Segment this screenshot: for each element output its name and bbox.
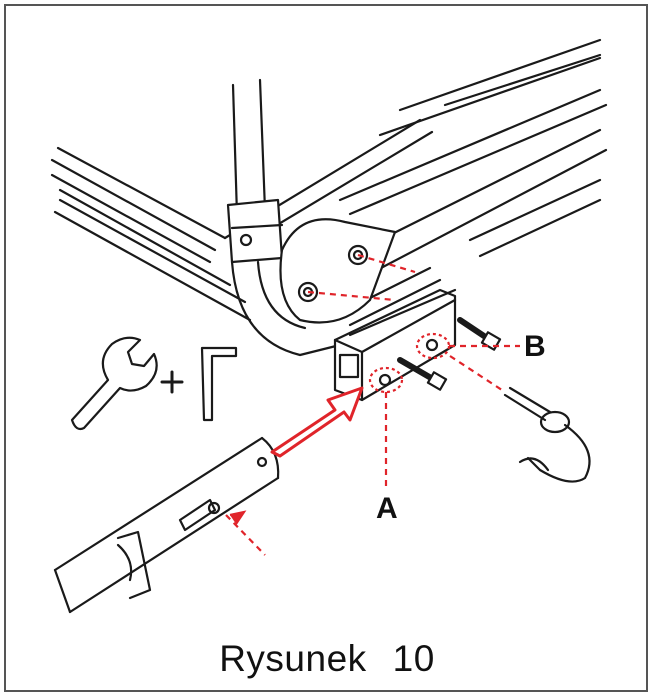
plus-sign xyxy=(160,370,184,394)
insert-tube xyxy=(53,436,280,614)
wrench-icon xyxy=(70,336,158,431)
caption-word: Rysunek xyxy=(219,638,367,679)
mount-plate xyxy=(279,218,397,324)
figure-caption: Rysunek 10 xyxy=(0,638,654,680)
callout-a: A xyxy=(376,492,398,525)
upright-tube xyxy=(226,78,342,357)
bracket xyxy=(333,278,457,402)
insert-direction-arrow xyxy=(270,386,364,458)
guide-lines xyxy=(225,253,520,556)
locking-pin xyxy=(503,386,591,483)
allen-key-icon xyxy=(200,346,238,422)
caption-number: 10 xyxy=(392,638,435,679)
callout-b: B xyxy=(524,330,546,363)
